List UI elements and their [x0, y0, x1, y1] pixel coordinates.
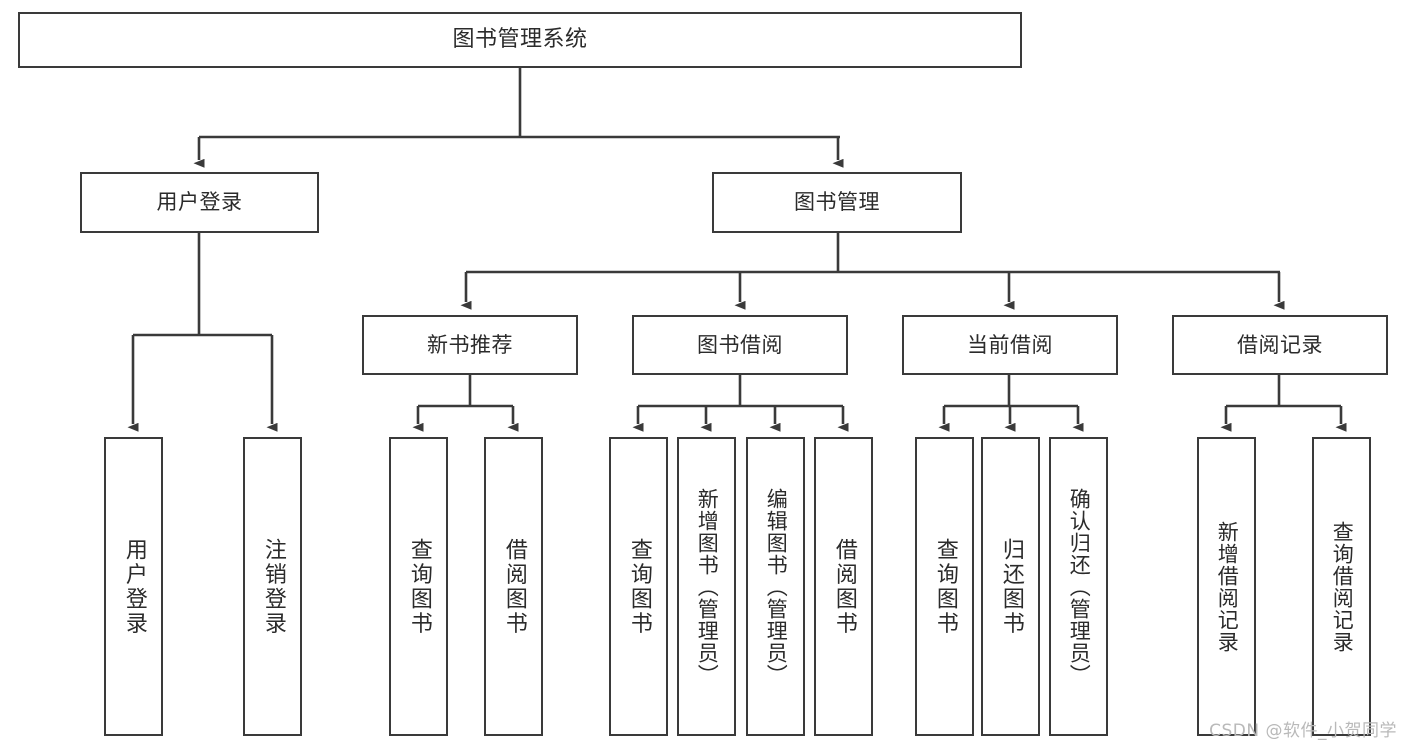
node-leaf-borrow-book-2[interactable]: 借阅图书 [814, 437, 873, 736]
node-leaf-borrow-book-1[interactable]: 借阅图书 [484, 437, 543, 736]
node-root-label: 图书管理系统 [452, 27, 588, 53]
node-root[interactable]: 图书管理系统 [18, 12, 1022, 68]
node-leaf-add-book-admin-label: 新增图书（管理员） [695, 487, 720, 686]
node-leaf-query-book-2[interactable]: 查询图书 [609, 437, 668, 736]
node-user-login[interactable]: 用户登录 [80, 172, 319, 233]
node-user-login-label: 用户登录 [156, 190, 243, 215]
node-leaf-logout-login-label: 注销登录 [260, 537, 286, 636]
node-new-book-recommend[interactable]: 新书推荐 [362, 315, 578, 375]
watermark-text: CSDN @软件_小贺同学 [1209, 721, 1397, 741]
node-leaf-query-book-2-label: 查询图书 [626, 537, 652, 636]
node-leaf-add-book-admin[interactable]: 新增图书（管理员） [677, 437, 736, 736]
node-leaf-borrow-book-2-label: 借阅图书 [831, 537, 857, 636]
node-book-manage-label: 图书管理 [794, 190, 880, 215]
node-leaf-return-book[interactable]: 归还图书 [981, 437, 1040, 736]
node-leaf-query-borrow-record-label: 查询借阅记录 [1330, 520, 1355, 653]
node-leaf-confirm-return-admin-label: 确认归还（管理员） [1067, 487, 1092, 686]
node-leaf-user-login[interactable]: 用户登录 [104, 437, 163, 736]
node-leaf-edit-book-admin-label: 编辑图书（管理员） [764, 487, 789, 686]
node-leaf-return-book-label: 归还图书 [998, 537, 1024, 636]
node-leaf-edit-book-admin[interactable]: 编辑图书（管理员） [746, 437, 805, 736]
node-leaf-logout-login[interactable]: 注销登录 [243, 437, 302, 736]
node-leaf-query-borrow-record[interactable]: 查询借阅记录 [1312, 437, 1371, 736]
node-leaf-query-book-3-label: 查询图书 [932, 537, 958, 636]
node-leaf-confirm-return-admin[interactable]: 确认归还（管理员） [1049, 437, 1108, 736]
node-leaf-user-login-label: 用户登录 [121, 537, 147, 636]
node-leaf-query-book-1-label: 查询图书 [406, 537, 432, 636]
node-leaf-query-book-1[interactable]: 查询图书 [389, 437, 448, 736]
node-new-book-recommend-label: 新书推荐 [427, 332, 513, 357]
node-book-manage[interactable]: 图书管理 [712, 172, 962, 233]
node-borrow-record-label: 借阅记录 [1237, 332, 1323, 357]
node-current-borrow[interactable]: 当前借阅 [902, 315, 1118, 375]
node-current-borrow-label: 当前借阅 [967, 332, 1053, 357]
node-book-borrow[interactable]: 图书借阅 [632, 315, 848, 375]
node-leaf-add-borrow-record-label: 新增借阅记录 [1215, 520, 1240, 653]
node-leaf-add-borrow-record[interactable]: 新增借阅记录 [1197, 437, 1256, 736]
node-leaf-query-book-3[interactable]: 查询图书 [915, 437, 974, 736]
node-book-borrow-label: 图书借阅 [697, 332, 783, 357]
node-borrow-record[interactable]: 借阅记录 [1172, 315, 1388, 375]
node-leaf-borrow-book-1-label: 借阅图书 [501, 537, 527, 636]
